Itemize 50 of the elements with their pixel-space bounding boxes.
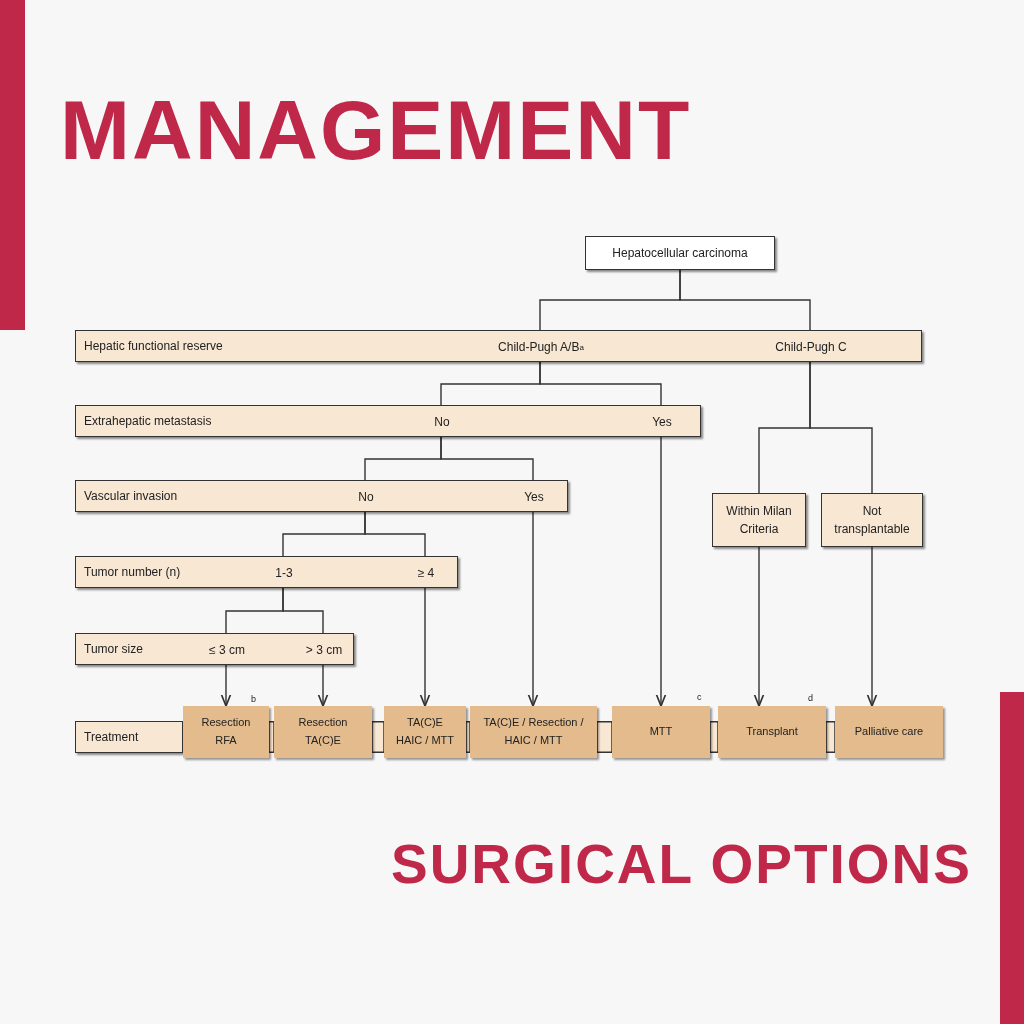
treatment-box: Resection RFA — [183, 706, 269, 758]
criterion-box: Not transplantable — [821, 493, 923, 547]
option-text: Yes — [509, 481, 559, 513]
option-text: Child-Pugh A/B$^{a}$ — [476, 331, 606, 363]
criterion-band — [75, 556, 458, 588]
connector-line — [679, 269, 811, 331]
footnote-mark: d — [808, 693, 813, 703]
criterion-label: Tumor size — [84, 641, 143, 658]
footnote-mark: c — [697, 692, 702, 702]
criterion-box: Within Milan Criteria — [712, 493, 806, 547]
arrow — [753, 546, 765, 707]
caption: SURGICAL OPTIONS — [390, 832, 972, 896]
option-text: No — [417, 406, 467, 438]
arrow — [527, 511, 539, 707]
arrow — [419, 587, 431, 707]
criterion-band — [75, 721, 183, 753]
start-box: Hepatocellular carcinoma — [585, 236, 775, 270]
option-text: No — [341, 481, 391, 513]
connector-line — [364, 511, 426, 557]
criterion-label: Hepatic functional reserve — [84, 338, 223, 355]
option-text: Child-Pugh C — [756, 331, 866, 363]
option-text: Yes — [637, 406, 687, 438]
treatment-box: Palliative care — [835, 706, 943, 758]
treatment-box: Transplant — [718, 706, 826, 758]
page-title: MANAGEMENT — [60, 82, 692, 179]
treatment-box: Resection TA(C)E — [274, 706, 372, 758]
arrow — [220, 664, 232, 707]
criterion-band — [75, 405, 701, 437]
arrow — [866, 546, 878, 707]
option-text: ≥ 4 — [401, 557, 451, 589]
connector-line — [809, 361, 873, 494]
criterion-band — [75, 633, 354, 665]
connector-line — [539, 361, 662, 406]
arrow — [655, 436, 667, 707]
connector-line — [440, 436, 534, 481]
criterion-label: Treatment — [84, 729, 139, 746]
option-text: ≤ 3 cm — [192, 634, 262, 666]
treatment-box: TA(C)E HAIC / MTT — [384, 706, 466, 758]
criterion-label: Extrahepatic metastasis — [84, 413, 212, 430]
treatment-box: TA(C)E / Resection / HAIC / MTT — [470, 706, 597, 758]
criterion-band — [75, 330, 922, 362]
connector-line — [282, 587, 324, 634]
option-text: 1-3 — [259, 557, 309, 589]
option-text: > 3 cm — [294, 634, 354, 666]
treatment-box: MTT — [612, 706, 710, 758]
criterion-label: Tumor number (n) — [84, 564, 181, 581]
criterion-band — [75, 480, 568, 512]
arrow — [317, 664, 329, 707]
criterion-label: Vascular invasion — [84, 488, 178, 505]
footnote-mark: b — [251, 694, 256, 704]
